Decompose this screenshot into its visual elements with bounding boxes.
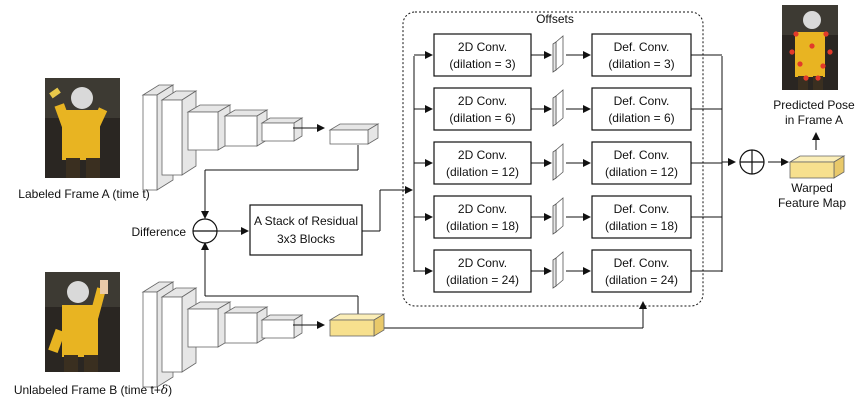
conv2d-dilation: (dilation = 3) [449,57,515,71]
predicted-pose-line2: in Frame A [785,113,843,127]
encoder-stack-a [141,84,304,191]
feature-map-a-cube [328,123,380,145]
conv2d-box [433,87,532,131]
warped-line2: Feature Map [778,196,846,210]
keypoint [820,63,826,69]
residual-block [249,204,363,256]
conv-rows: 2D Conv. (dilation = 3) Def. Conv. (dilatio… [414,33,722,293]
conv2d-title: 2D Conv. [458,256,507,270]
feature-map-a [328,123,380,145]
warped-feature-map [788,155,846,179]
def-conv-box [591,141,692,185]
warped-line1: Warped [791,181,833,195]
def-conv-box [591,249,692,293]
conv-row: 2D Conv. (dilation = 12) Def. Conv. (dilati… [414,141,722,185]
keypoint [827,49,833,55]
conv2d-dilation: (dilation = 24) [446,273,519,287]
def-conv-title: Def. Conv. [614,202,670,216]
def-conv-box [591,195,692,239]
keypoint [809,43,815,49]
conv2d-dilation: (dilation = 18) [446,219,519,233]
warped-cube [788,155,846,179]
encoder-layer [223,109,269,147]
difference-operator [192,218,218,244]
residual-line1: A Stack of Residual [254,214,358,228]
conv2d-box [433,249,532,293]
offset-map [555,143,564,179]
frame-b-caption: Unlabeled Frame B (time t+δ) [14,383,172,397]
conv2d-dilation: (dilation = 12) [446,165,519,179]
offset-map [555,89,564,125]
encoder-stack-b [141,281,304,388]
encoder-layer [223,306,269,344]
keypoint [823,31,829,37]
frame-a-caption: Labeled Frame A (time t) [18,187,149,201]
def-conv-dilation: (dilation = 18) [605,219,678,233]
encoder-layer [186,301,232,348]
conv2d-title: 2D Conv. [458,40,507,54]
conv2d-box [433,195,532,239]
frame-b-photo [45,272,120,372]
def-conv-dilation: (dilation = 6) [608,111,674,125]
def-conv-dilation: (dilation = 3) [608,57,674,71]
offset-map [555,197,564,233]
def-conv-dilation: (dilation = 24) [605,273,678,287]
def-conv-title: Def. Conv. [614,148,670,162]
residual-line2: 3x3 Blocks [277,232,335,246]
offset-map [555,35,564,71]
keypoint [789,49,795,55]
def-conv-title: Def. Conv. [614,40,670,54]
def-conv-title: Def. Conv. [614,256,670,270]
connectors [201,56,820,329]
keypoint [793,31,799,37]
frame-a-photo [45,78,120,178]
keypoint-overlay [789,31,833,81]
def-conv-title: Def. Conv. [614,94,670,108]
keypoint [803,75,809,81]
encoder-layer [260,117,304,142]
sum-operator [739,149,765,175]
feature-map-b [328,313,386,337]
offset-map [555,251,564,287]
offsets-label: Offsets [536,12,574,26]
offsets-region [402,11,704,307]
conv-row: 2D Conv. (dilation = 6) Def. Conv. (dilatio… [414,87,722,131]
conv2d-dilation: (dilation = 6) [449,111,515,125]
conv2d-box [433,141,532,185]
predicted-pose-line1: Predicted Pose [773,98,855,112]
encoder-layer [260,314,304,339]
keypoint [797,61,803,67]
conv-row: 2D Conv. (dilation = 3) Def. Conv. (dilatio… [414,33,722,77]
def-conv-dilation: (dilation = 12) [605,165,678,179]
conv-row: 2D Conv. (dilation = 18) Def. Conv. (dilati… [414,195,722,239]
conv2d-title: 2D Conv. [458,148,507,162]
feature-map-b-cube [328,313,386,337]
keypoint [815,75,821,81]
conv2d-title: 2D Conv. [458,94,507,108]
conv2d-title: 2D Conv. [458,202,507,216]
encoder-layer [186,104,232,151]
conv-row: 2D Conv. (dilation = 24) Def. Conv. (dilati… [414,249,722,293]
difference-label: Difference [132,225,187,239]
